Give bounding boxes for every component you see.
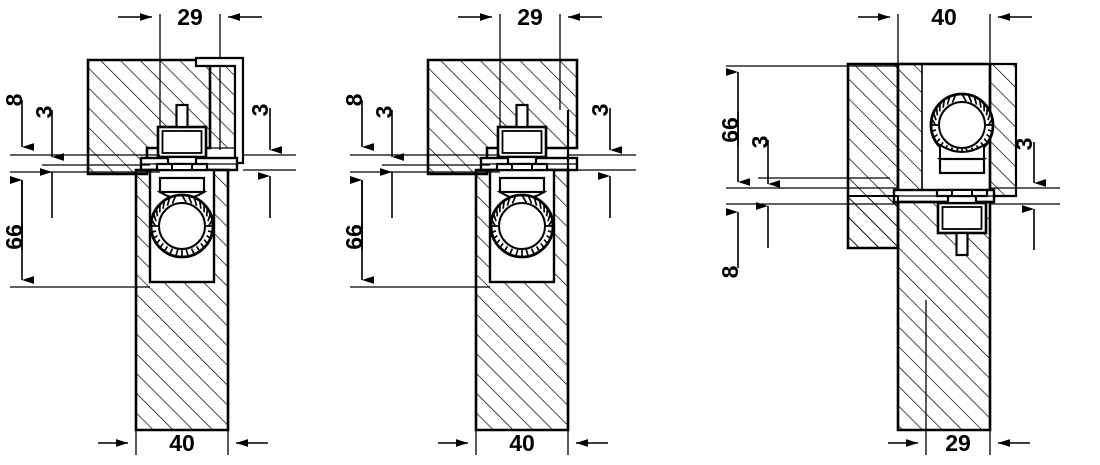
view-3-dimension-bottom-29: 29 bbox=[888, 300, 1030, 456]
view-2-dimension-bottom-40: 40 bbox=[438, 300, 608, 456]
dim-label-bottom: 40 bbox=[169, 430, 195, 456]
dim-label-right: 3 bbox=[247, 104, 273, 117]
dim-label-left-upper: 66 bbox=[717, 117, 743, 143]
dim-label-left-inner: 3 bbox=[31, 106, 57, 119]
view-3-inverted-floor-mount: 40 bbox=[717, 4, 1060, 456]
dim-label-top: 40 bbox=[931, 4, 957, 30]
dim-label-left-upper: 8 bbox=[341, 93, 367, 106]
dim-label-left-upper: 8 bbox=[1, 93, 27, 106]
dim-label-top: 29 bbox=[517, 4, 543, 30]
view-1-dimension-right-3: 3 bbox=[243, 104, 296, 218]
view-1-ceiling-mount-with-wall-profile: 29 bbox=[1, 4, 296, 456]
dim-label-bottom: 29 bbox=[945, 430, 971, 456]
view-3-carriage-assembly bbox=[935, 188, 989, 257]
view-3-roller-wheel bbox=[929, 92, 995, 175]
view-3-dimensions-left: 66 3 8 bbox=[717, 65, 898, 278]
view-2-dimension-right-3: 3 bbox=[568, 104, 636, 218]
dim-label-right: 3 bbox=[1011, 138, 1037, 151]
view-1-dimensions-left: 8 3 66 bbox=[1, 93, 160, 288]
dim-label-left-inner: 3 bbox=[747, 136, 773, 149]
view-2-roller-wheel bbox=[489, 176, 555, 259]
view-2-ceiling-mount-flush: 29 bbox=[341, 4, 636, 456]
dim-label-bottom: 40 bbox=[509, 430, 535, 456]
dim-label-left-lower: 66 bbox=[341, 224, 367, 250]
dim-label-left-lower: 66 bbox=[1, 224, 27, 250]
dim-label-top: 29 bbox=[177, 4, 203, 30]
view-1-roller-wheel bbox=[149, 176, 215, 259]
view-2-dimensions-left: 8 3 66 bbox=[341, 93, 500, 288]
dim-label-left-lower: 8 bbox=[717, 265, 743, 278]
view-1-dimension-bottom-40: 40 bbox=[98, 300, 268, 456]
view-3-dimension-right-3: 3 bbox=[990, 138, 1060, 250]
dim-label-right: 3 bbox=[587, 104, 613, 117]
dim-label-left-inner: 3 bbox=[371, 106, 397, 119]
